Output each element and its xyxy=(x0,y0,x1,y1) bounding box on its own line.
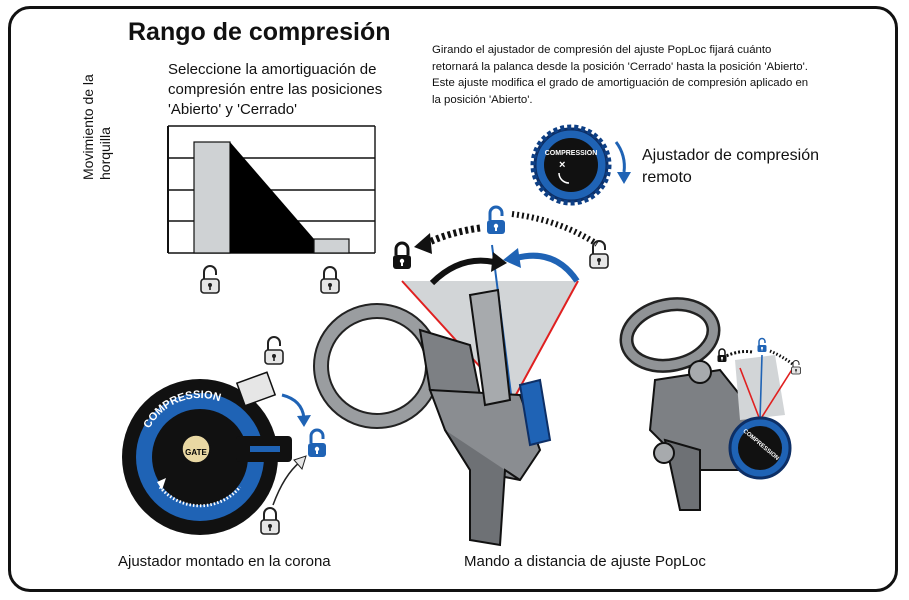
side-open-arc xyxy=(769,349,795,367)
crown-caption: Ajustador montado en la corona xyxy=(118,553,331,570)
closed-position-bar xyxy=(313,238,350,254)
crown-open-arrow xyxy=(281,393,306,419)
remote-lever-side-view: COMPRESSION xyxy=(619,297,794,511)
unlocked-padlock-icon xyxy=(306,428,328,459)
locked-padlock-icon xyxy=(260,507,280,535)
side-close-arc xyxy=(725,350,753,358)
open-position-bar xyxy=(193,141,231,254)
open-arrow xyxy=(515,252,580,283)
compression-range-wedge xyxy=(230,142,314,253)
knob-rotation-arrow xyxy=(614,141,626,173)
unlocked-padlock-icon xyxy=(264,336,284,365)
unlocked-padlock-icon xyxy=(485,205,507,236)
unlocked-padlock-icon xyxy=(200,265,220,294)
close-arrow xyxy=(429,257,495,286)
compression-range-chart xyxy=(167,125,376,294)
dotted-open-arc xyxy=(511,211,599,247)
poploc-remote-lever xyxy=(313,288,552,547)
unlocked-padlock-icon xyxy=(756,337,768,353)
locked-padlock-icon xyxy=(391,241,413,271)
gate-label: GATE xyxy=(185,448,207,457)
gate-cap xyxy=(181,434,211,464)
unlocked-padlock-icon xyxy=(589,240,609,269)
description-text: Girando el ajustador de compresión del a… xyxy=(432,44,809,106)
knob-ring-text: COMPRESSION xyxy=(545,150,598,157)
dotted-lock-arc xyxy=(423,224,481,248)
remote-compression-knob: COMPRESSION × xyxy=(530,124,612,206)
locked-padlock-icon xyxy=(716,348,728,363)
diagram-frame xyxy=(8,6,898,592)
locked-padlock-icon xyxy=(320,266,340,294)
unlocked-padlock-icon xyxy=(791,360,801,375)
svg-text:×: × xyxy=(559,159,565,171)
crown-mounted-adjuster: COMPRESSION GATE xyxy=(122,371,292,535)
diagram-title: Rango de compresión xyxy=(128,18,391,46)
remote-caption: Mando a distancia de ajuste PopLoc xyxy=(464,553,706,570)
remote-adjuster-label: Ajustador de compresión remoto xyxy=(642,147,819,186)
knob-arrow-head xyxy=(617,172,631,184)
chart-subtitle: Seleccione la amortiguación de compresió… xyxy=(168,61,383,118)
